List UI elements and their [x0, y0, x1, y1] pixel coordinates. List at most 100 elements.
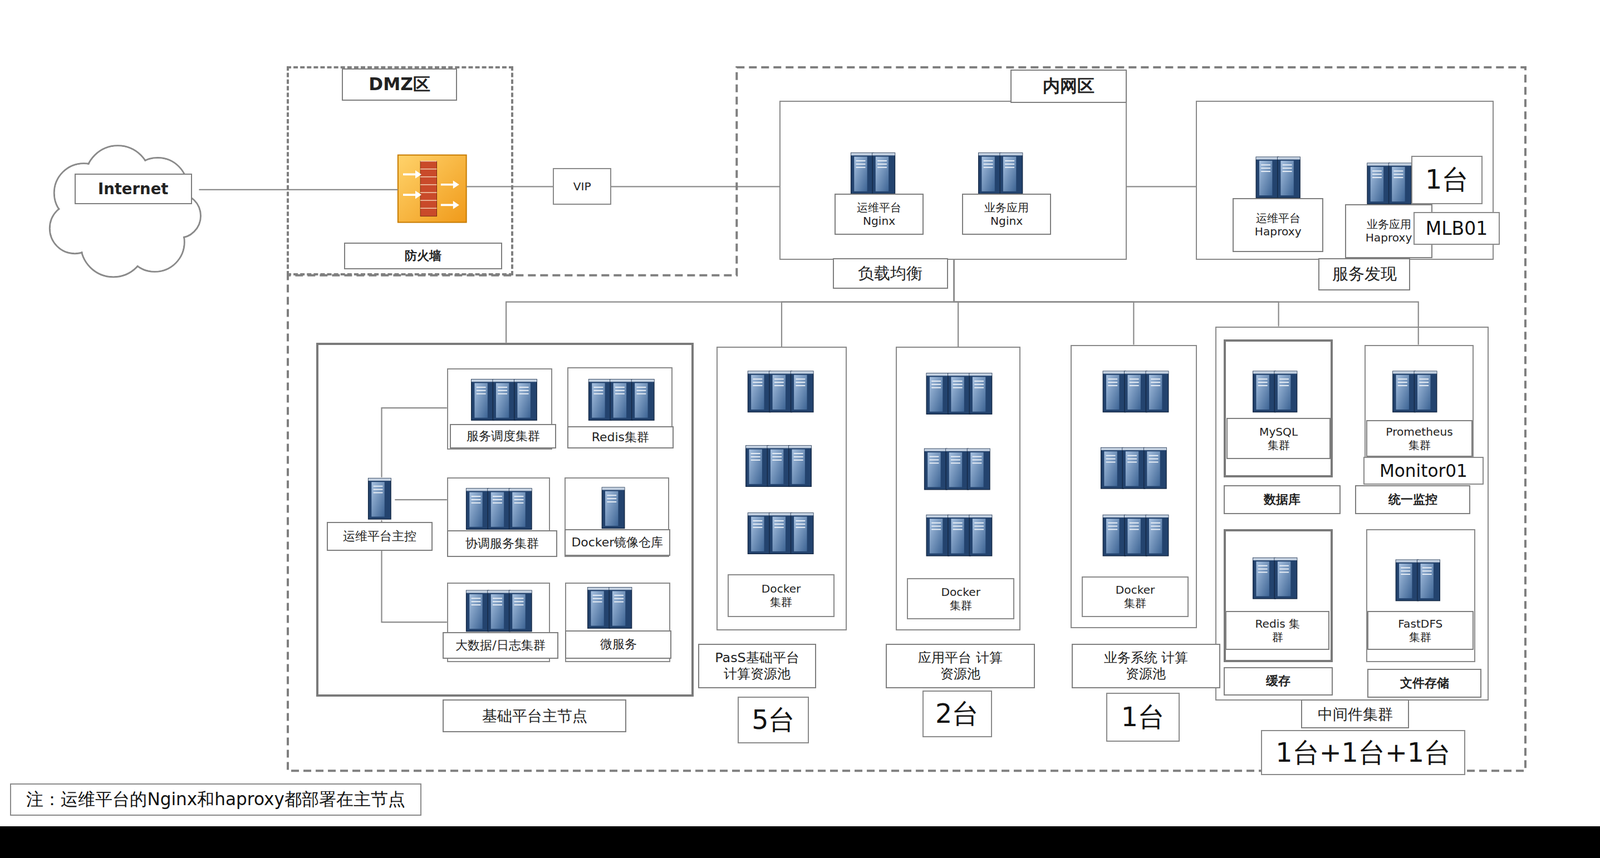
- node-label: 基础平台主节点: [442, 699, 627, 733]
- node-label: Internet: [74, 173, 193, 205]
- connector: [466, 185, 554, 188]
- region-box: DMZ区防火墙: [286, 66, 514, 276]
- region-box: 内网区负载均衡 运维平台 Nginx 业务应用 Nginx 服务发现 运维平台 Hapr…: [286, 66, 1527, 773]
- node-label: 防火墙: [344, 242, 503, 270]
- server-icon: [466, 590, 532, 632]
- connector: [394, 499, 447, 501]
- node-label: 文件存储: [1367, 669, 1482, 698]
- node-label: 运维平台 Haproxy: [1232, 198, 1324, 253]
- region-box: 应用平台 计算资源池Docker 集群: [895, 346, 1021, 631]
- server-icon: [1367, 163, 1412, 204]
- region-box: 业务系统 计算资源池Docker 集群: [1070, 345, 1197, 630]
- region-box: 微服务: [565, 582, 671, 663]
- connector: [198, 189, 398, 191]
- region-box: Docker 集群: [906, 578, 1014, 620]
- node-label: 运维平台主控: [326, 522, 434, 551]
- region-box: VIP: [552, 168, 611, 205]
- connector: [1126, 185, 1197, 188]
- node-label: Redis 集群: [1225, 611, 1330, 651]
- server-icon: [368, 478, 391, 520]
- callout-label: 1台+1台+1台: [1260, 730, 1466, 776]
- region-box: MySQL 集群数据库: [1223, 339, 1333, 478]
- server-icon: [1255, 156, 1300, 198]
- region-box: FastDFS 集群文件存储: [1366, 529, 1476, 662]
- node-label: MySQL 集群: [1226, 418, 1331, 459]
- server-icon: [748, 371, 814, 412]
- connector: [954, 259, 1279, 327]
- server-icon: [978, 153, 1023, 194]
- node-label: FastDFS 集群: [1367, 611, 1474, 651]
- region-box: 防火墙: [398, 155, 467, 270]
- callout-label: 5台: [737, 697, 809, 744]
- connector: [381, 408, 448, 478]
- node-label: 服务调度集群: [449, 424, 557, 449]
- region-box: PasS基础平台 计算资源池Docker 集群: [716, 346, 848, 631]
- note: 注：运维平台的Nginx和haproxy都部署在主节点: [10, 783, 422, 817]
- server-icon: [745, 445, 812, 487]
- server-icon: [1253, 558, 1298, 600]
- node-label: PasS基础平台 计算资源池: [698, 644, 817, 690]
- node-label: 内网区: [1010, 69, 1127, 103]
- server-icons: [368, 153, 1441, 632]
- callout-label: 1台: [1411, 155, 1483, 204]
- callout-label: MLB01: [1413, 212, 1501, 245]
- node-label: 微服务: [565, 630, 672, 660]
- region-box: Docker 集群: [727, 574, 835, 618]
- callout-label: 1台: [1106, 693, 1180, 743]
- server-icon: [601, 487, 625, 529]
- region-box: 负载均衡运维平台 Nginx业务应用 Nginx: [779, 100, 1127, 260]
- region-box: 运维平台主控: [367, 477, 395, 521]
- callout-label: 2台: [922, 690, 993, 738]
- node-label: 大数据/日志集群: [442, 632, 558, 660]
- server-icon: [1395, 560, 1440, 601]
- server-icon: [1102, 515, 1168, 557]
- server-icon: [748, 513, 814, 554]
- region-box: 业务应用 Nginx: [962, 150, 1051, 235]
- server-icon: [851, 153, 896, 194]
- region-box: 基础平台主节点运维平台主控服务调度集群Redis集群协调服务集群Docker镜像…: [316, 342, 694, 698]
- region-box: Redis集群: [567, 367, 673, 450]
- node-label: 业务系统 计算资源池: [1071, 644, 1221, 690]
- region-box: 运维平台 Nginx: [834, 150, 924, 235]
- region-box: Docker 集群: [1081, 576, 1189, 618]
- region-box: 服务调度集群: [447, 368, 553, 451]
- bottom-bar: [0, 826, 1600, 858]
- server-icon: [471, 379, 537, 421]
- node-label: Docker镜像仓库: [564, 529, 671, 557]
- region-box: 中间件集群MySQL 集群数据库Prometheus 集群统一监控Redis 集…: [1215, 326, 1489, 702]
- node-label: Prometheus 集群: [1366, 420, 1473, 458]
- server-icon: [1101, 448, 1167, 489]
- server-icon: [1392, 371, 1437, 412]
- server-icon: [926, 373, 992, 415]
- node-label: 负载均衡: [832, 258, 949, 289]
- cloud-shape: Internet: [51, 153, 200, 268]
- firewall-icon: [398, 155, 467, 223]
- node-label: 中间件集群: [1301, 699, 1410, 729]
- node-label: 数据库: [1223, 485, 1342, 514]
- server-icon: [924, 448, 990, 490]
- node-label: 业务应用 Nginx: [962, 193, 1051, 235]
- region-box: 大数据/日志集群: [447, 582, 551, 663]
- server-icon: [1253, 371, 1298, 412]
- node-label: 协调服务集群: [447, 530, 558, 558]
- node-label: Docker 集群: [906, 578, 1014, 620]
- node-label: Redis集群: [567, 426, 674, 449]
- region-box: 协调服务集群: [447, 477, 551, 558]
- node-label: 运维平台 Nginx: [834, 193, 924, 235]
- connector: [611, 185, 780, 188]
- server-icon: [1102, 371, 1168, 412]
- node-label: VIP: [552, 168, 611, 205]
- region-box: Docker镜像仓库: [564, 477, 670, 558]
- cloud-outline: [51, 153, 200, 268]
- server-icon: [587, 587, 632, 629]
- node-label: 统一监控: [1355, 485, 1471, 514]
- node-label: Docker 集群: [1081, 576, 1189, 618]
- region-box: 运维平台 Haproxy: [1232, 155, 1324, 253]
- node-label: 缓存: [1223, 667, 1333, 696]
- server-icon: [466, 488, 532, 530]
- node-label: 服务发现: [1318, 258, 1411, 292]
- region-box: Redis 集群缓存: [1223, 529, 1333, 662]
- server-icon: [589, 379, 655, 421]
- callout-label: Monitor01: [1363, 457, 1484, 485]
- server-icon: [926, 515, 992, 557]
